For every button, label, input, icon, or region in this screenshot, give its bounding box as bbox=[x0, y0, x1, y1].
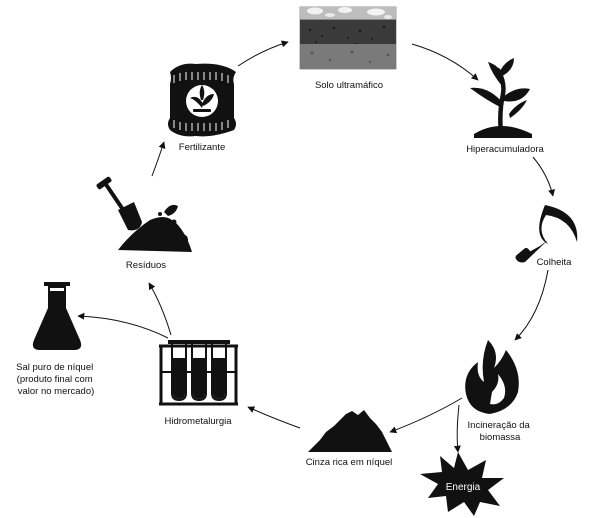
incineracao-label: Incineração da biomassa bbox=[468, 420, 533, 443]
fertilizer-bag-icon bbox=[168, 63, 236, 137]
arrow-residuos-to-fertilizante bbox=[151, 141, 166, 177]
cycle-arrows bbox=[77, 40, 555, 453]
node-colheita: Colheita bbox=[515, 205, 578, 268]
incineracao-label-line-2: biomassa bbox=[480, 432, 521, 443]
node-hidrometalurgia: Hidrometalurgia bbox=[159, 340, 239, 427]
ash-pile-icon bbox=[308, 410, 392, 452]
solo-ultramafico-label: Solo ultramáfico bbox=[315, 80, 383, 91]
residuos-label: Resíduos bbox=[126, 260, 166, 271]
flame-icon bbox=[465, 340, 519, 414]
hiperacumuladora-label: Hiperacumuladora bbox=[466, 144, 544, 155]
incineracao-label-line-1: Incineração da bbox=[468, 420, 531, 431]
arrow-solo-to-hiperacumuladora bbox=[411, 43, 479, 81]
flask-icon bbox=[32, 282, 82, 350]
arrow-cinza-to-hidrometalurgia bbox=[247, 406, 301, 429]
arrow-colheita-to-incineracao bbox=[514, 269, 549, 341]
starburst-icon bbox=[420, 452, 504, 516]
soil-layers-icon bbox=[299, 6, 397, 70]
sickle-icon bbox=[515, 205, 578, 263]
test-tube-rack-icon bbox=[159, 340, 239, 406]
sal-label: Sal puro de níquel (produto final com va… bbox=[16, 362, 96, 397]
node-sal: Sal puro de níquel (produto final com va… bbox=[16, 282, 96, 397]
shovel-pile-icon bbox=[96, 176, 192, 252]
sal-label-line-1: Sal puro de níquel bbox=[16, 362, 93, 373]
arrow-hiperacumuladora-to-colheita bbox=[532, 156, 555, 197]
colheita-label: Colheita bbox=[537, 257, 573, 268]
node-energia: Energia bbox=[420, 452, 504, 516]
node-solo-ultramafico: Solo ultramáfico bbox=[299, 6, 397, 91]
cinza-label: Cinza rica em níquel bbox=[306, 457, 393, 468]
sal-label-line-2: (produto final com bbox=[17, 374, 93, 385]
arrow-fertilizante-to-solo bbox=[237, 40, 289, 67]
arrow-hidrometalurgia-to-sal bbox=[77, 312, 169, 339]
arrow-incineracao-to-cinza bbox=[389, 397, 463, 434]
energia-label: Energia bbox=[446, 482, 481, 493]
hidrometalurgia-label: Hidrometalurgia bbox=[164, 416, 232, 427]
node-residuos: Resíduos bbox=[96, 176, 192, 271]
sal-label-line-3: valor no mercado) bbox=[18, 386, 95, 397]
node-fertilizante: Fertilizante bbox=[168, 63, 236, 153]
arrow-hidrometalurgia-to-residuos bbox=[148, 282, 172, 336]
node-hiperacumuladora: Hiperacumuladora bbox=[466, 58, 545, 155]
arrow-incineracao-to-energia bbox=[453, 404, 461, 453]
plant-icon bbox=[470, 58, 532, 138]
node-incineracao: Incineração da biomassa bbox=[465, 340, 533, 443]
fertilizante-label: Fertilizante bbox=[179, 142, 225, 153]
node-cinza: Cinza rica em níquel bbox=[306, 410, 393, 468]
